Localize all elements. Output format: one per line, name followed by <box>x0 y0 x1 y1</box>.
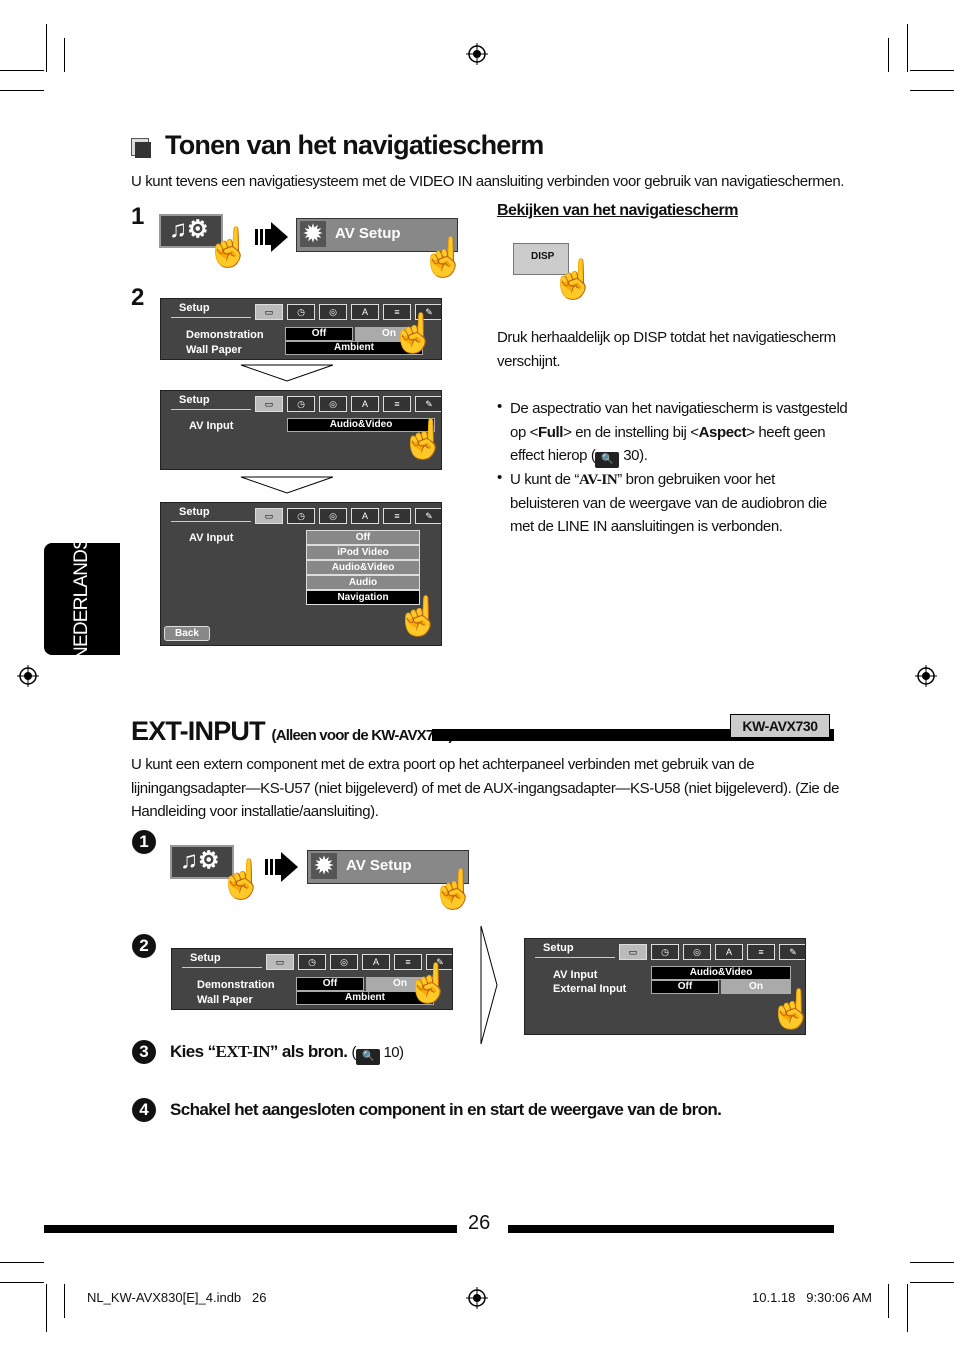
external-input-label: External Input <box>553 983 627 995</box>
option-audio-video[interactable]: Audio&Video <box>306 560 420 575</box>
page-number: 26 <box>468 1212 491 1234</box>
av-setup-button[interactable]: ✹AV Setup <box>307 850 469 884</box>
step3-text: Kies “EXT-IN” als bron. (🔍 10) <box>170 1042 404 1065</box>
gear-icon: ✹ <box>311 853 337 879</box>
pointing-hand-icon: ☝ <box>218 859 266 901</box>
registration-mark-left <box>17 665 39 687</box>
demonstration-label: Demonstration <box>186 329 264 341</box>
setup-screen-1: Setup ▭◷◎A≡✎ Demonstration Wall Paper Of… <box>160 298 442 360</box>
step4-text: Schakel het aangesloten component in en … <box>170 1100 722 1119</box>
music-gear-icon: ♫⚙ <box>169 216 209 243</box>
music-gear-icon: ♫⚙ <box>180 847 220 874</box>
step-circle-2: 2 <box>132 934 156 958</box>
wallpaper-label: Wall Paper <box>197 994 253 1006</box>
bullet1-line1: De aspectratio van het navigatiescherm i… <box>510 400 848 417</box>
pointing-hand-icon: ☝ <box>390 313 438 355</box>
arrow-right-icon <box>255 222 288 252</box>
back-button[interactable]: Back <box>164 626 210 641</box>
model-badge: KW-AVX730 <box>730 714 830 738</box>
bullet2-line3: met de LINE IN aansluitingen is verbonde… <box>510 518 783 535</box>
pointing-hand-icon: ☝ <box>400 419 448 461</box>
step-circle-3: 3 <box>132 1040 156 1064</box>
section2-intro-line1: U kunt een extern component met de extra… <box>131 756 755 773</box>
registration-mark-top <box>466 43 488 65</box>
section1-title: Tonen van het navigatiescherm <box>165 130 544 160</box>
pointing-hand-icon: ☝ <box>420 237 468 279</box>
setup-screen-4: Setup ▭◷◎A≡✎ Demonstration Wall Paper Of… <box>171 948 453 1010</box>
tab-antenna[interactable]: A <box>351 304 379 320</box>
magnifier-icon: 🔍 <box>355 1049 380 1065</box>
page-rule-left <box>44 1225 457 1233</box>
on-option[interactable]: On <box>355 327 423 341</box>
right-triangle-icon <box>480 925 498 1045</box>
disp-button[interactable]: DISP <box>513 243 569 275</box>
music-setup-button[interactable]: ♫⚙ <box>170 845 234 879</box>
ambient-value[interactable]: Ambient <box>285 341 423 355</box>
instruction-line2: verschijnt. <box>497 353 561 370</box>
footer-file: NL_KW-AVX830[E]_4.indb 26 <box>87 1290 267 1305</box>
av-input-value[interactable]: Audio&Video <box>651 966 791 980</box>
step-circle-4: 4 <box>132 1098 156 1122</box>
off-option[interactable]: Off <box>285 327 353 341</box>
pointing-hand-icon: ☝ <box>205 227 253 269</box>
bullet2-line2: beluisteren van de weergave van de audio… <box>510 495 827 512</box>
pointing-hand-icon: ☝ <box>430 869 478 911</box>
av-input-label: AV Input <box>189 532 234 544</box>
bullet2-line1: U kunt de “AV-IN” bron gebruiken voor he… <box>510 471 775 488</box>
registration-mark-right <box>915 665 937 687</box>
off-option[interactable]: Off <box>651 980 719 994</box>
step-circle-1: 1 <box>132 830 156 854</box>
bullet1-line2: op <Full> en de instelling bij <Aspect> … <box>510 424 826 441</box>
pointing-hand-icon: ☝ <box>768 989 816 1031</box>
language-tab: NEDERLANDS <box>44 538 120 660</box>
option-audio[interactable]: Audio <box>306 575 420 590</box>
registration-mark-bottom <box>466 1287 488 1309</box>
step-1-number: 1 <box>131 203 145 230</box>
gear-icon: ✹ <box>300 221 326 247</box>
bullet1-line3: effect hierop (🔍 30). <box>510 444 648 468</box>
section2-intro-line2: lijningangsadapter—KS-U57 (niet bijgelev… <box>131 780 840 797</box>
page-rule-right <box>508 1225 834 1233</box>
section2-intro-line3: Handleiding voor installatie/aansluiting… <box>131 803 379 820</box>
pointing-hand-icon: ☝ <box>550 259 598 301</box>
demonstration-label: Demonstration <box>197 979 275 991</box>
wallpaper-label: Wall Paper <box>186 344 242 356</box>
option-off[interactable]: Off <box>306 530 420 545</box>
step-2-number: 2 <box>131 284 145 311</box>
pointing-hand-icon: ☝ <box>405 963 453 1005</box>
option-ipod-video[interactable]: iPod Video <box>306 545 420 560</box>
on-option[interactable]: On <box>721 980 791 994</box>
down-triangle-icon <box>240 476 334 494</box>
tab-display[interactable]: ▭ <box>255 304 283 320</box>
option-list: Off iPod Video Audio&Video Audio Navigat… <box>306 530 420 605</box>
av-setup-button[interactable]: ✹AV Setup <box>296 218 458 252</box>
music-setup-button[interactable]: ♫⚙ <box>159 214 223 248</box>
pointing-hand-icon: ☝ <box>395 596 443 638</box>
subheading: Bekijken van het navigatiescherm <box>497 202 739 219</box>
on-option[interactable]: On <box>366 977 434 991</box>
tab-wrench[interactable]: ✎ <box>415 304 441 320</box>
ambient-value[interactable]: Ambient <box>296 991 434 1005</box>
off-option[interactable]: Off <box>296 977 364 991</box>
setup-screen-5: Setup ▭◷◎A≡✎ AV Input External Input Aud… <box>524 938 806 1035</box>
av-input-label: AV Input <box>189 420 234 432</box>
section2-title: EXT-INPUT (Alleen voor de KW-AVX730) <box>131 716 453 746</box>
instruction-line1: Druk herhaaldelijk op DISP totdat het na… <box>497 329 836 346</box>
tab-clock[interactable]: ◷ <box>287 304 315 320</box>
option-navigation[interactable]: Navigation <box>306 590 420 605</box>
av-input-label: AV Input <box>553 969 598 981</box>
setup-screen-3: Setup ▭◷◎A≡✎ AV Input Off iPod Video Aud… <box>160 502 442 646</box>
down-triangle-icon <box>240 364 334 382</box>
magnifier-icon: 🔍 <box>595 452 620 468</box>
setup-screen-2: Setup ▭◷◎A≡✎ AV Input Audio&Video <box>160 390 442 470</box>
av-input-value[interactable]: Audio&Video <box>287 418 435 432</box>
arrow-right-icon <box>265 852 298 882</box>
tab-disc[interactable]: ◎ <box>319 304 347 320</box>
section1-intro: U kunt tevens een navigatiesysteem met d… <box>131 173 845 190</box>
tab-adjust[interactable]: ≡ <box>383 304 411 320</box>
footer-timestamp: 10.1.18 9:30:06 AM <box>752 1290 872 1305</box>
